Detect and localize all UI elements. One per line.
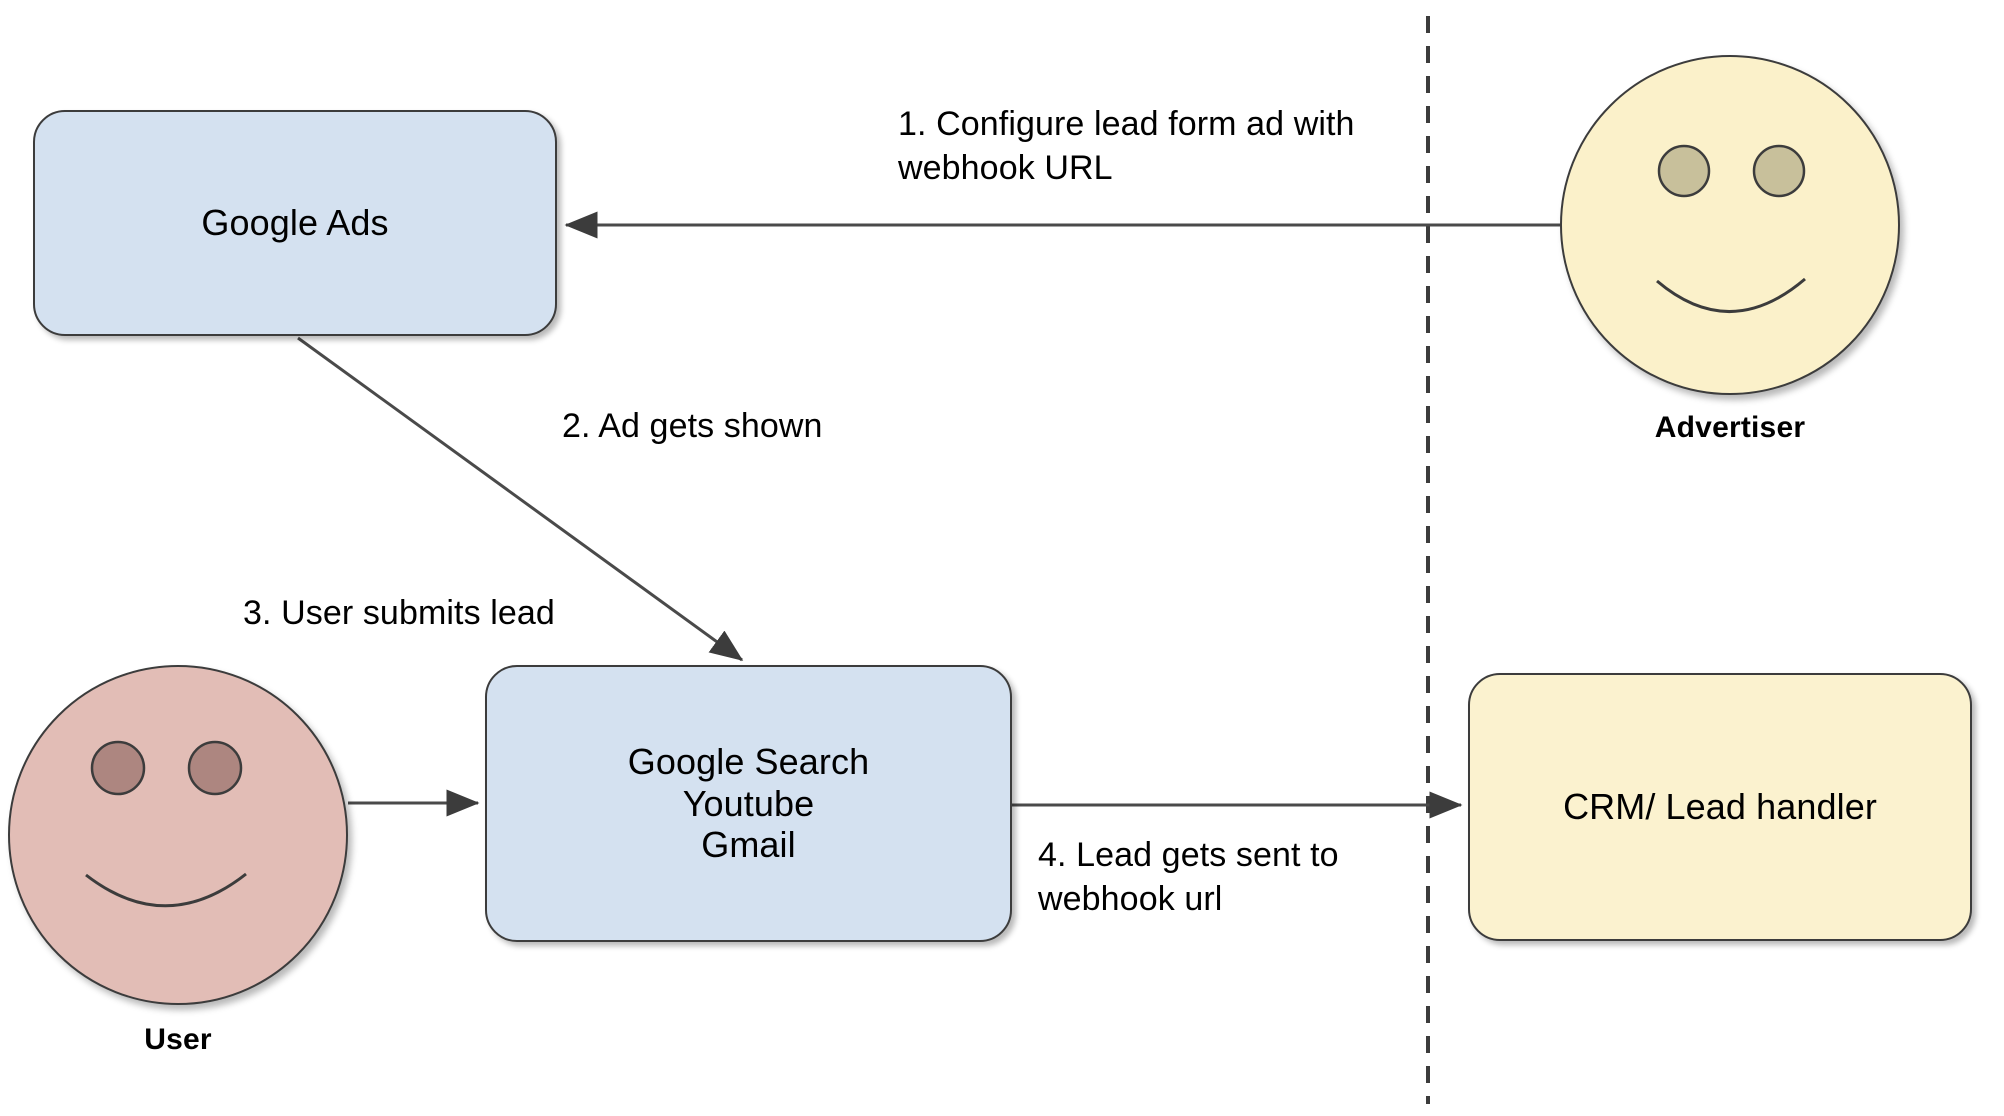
node-google-surfaces-label: Google Search Youtube Gmail: [627, 740, 870, 866]
advertiser-face-features: [1656, 144, 1806, 313]
advertiser-right-eye-icon: [1752, 144, 1806, 198]
actor-user[interactable]: User: [8, 665, 348, 1056]
edge-label-step-3: 3. User submits lead: [243, 594, 555, 632]
advertiser-face-circle: [1560, 55, 1900, 395]
actor-advertiser-label: Advertiser: [1654, 411, 1806, 444]
user-face-circle: [8, 665, 348, 1005]
edge-label-step-1: 1. Configure lead form ad with webhook U…: [898, 105, 1355, 187]
actor-advertiser[interactable]: Advertiser: [1560, 55, 1900, 444]
node-crm-label: CRM/ Lead handler: [1563, 786, 1877, 828]
advertiser-smile-icon: [1656, 277, 1806, 313]
edge-label-step-2: 2. Ad gets shown: [562, 407, 823, 445]
node-google-surfaces[interactable]: Google Search Youtube Gmail: [485, 665, 1012, 942]
user-left-eye-icon: [90, 740, 146, 796]
user-right-eye-icon: [187, 740, 243, 796]
actor-user-label: User: [144, 1023, 212, 1056]
edge-label-step-4: 4. Lead gets sent to webhook url: [1038, 836, 1339, 918]
user-smile-icon: [85, 872, 247, 908]
node-google-ads[interactable]: Google Ads: [33, 110, 557, 336]
user-face-features: [85, 740, 247, 908]
advertiser-left-eye-icon: [1657, 144, 1711, 198]
node-crm[interactable]: CRM/ Lead handler: [1468, 673, 1972, 941]
node-google-ads-label: Google Ads: [201, 202, 389, 244]
